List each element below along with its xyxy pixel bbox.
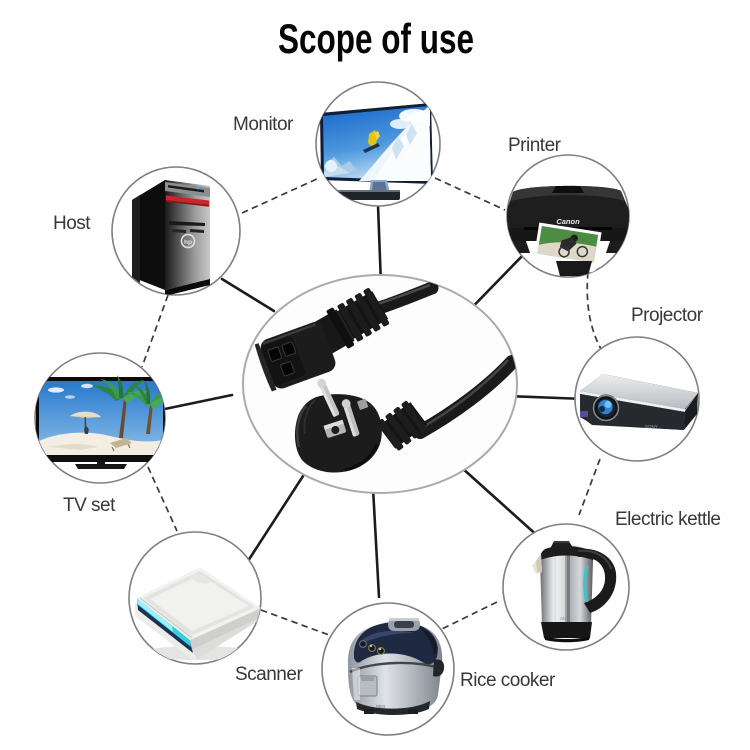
- svg-text:SONY: SONY: [645, 424, 658, 429]
- svg-text:TV set: TV set: [63, 495, 116, 516]
- svg-text:hp: hp: [184, 239, 192, 246]
- svg-text:Projector: Projector: [631, 305, 704, 326]
- svg-text:Host: Host: [53, 213, 91, 234]
- svg-text:Electric kettle: Electric kettle: [615, 509, 720, 530]
- svg-text:Scanner: Scanner: [235, 664, 303, 685]
- svg-text:Canon: Canon: [556, 217, 580, 226]
- svg-text:SEG: SEG: [376, 704, 386, 709]
- svg-text:Scope of use: Scope of use: [278, 15, 474, 63]
- svg-text:AIG: AIG: [560, 616, 568, 621]
- svg-text:Rice cooker: Rice cooker: [460, 670, 556, 691]
- svg-text:Monitor: Monitor: [233, 114, 294, 135]
- svg-text:Printer: Printer: [508, 135, 562, 156]
